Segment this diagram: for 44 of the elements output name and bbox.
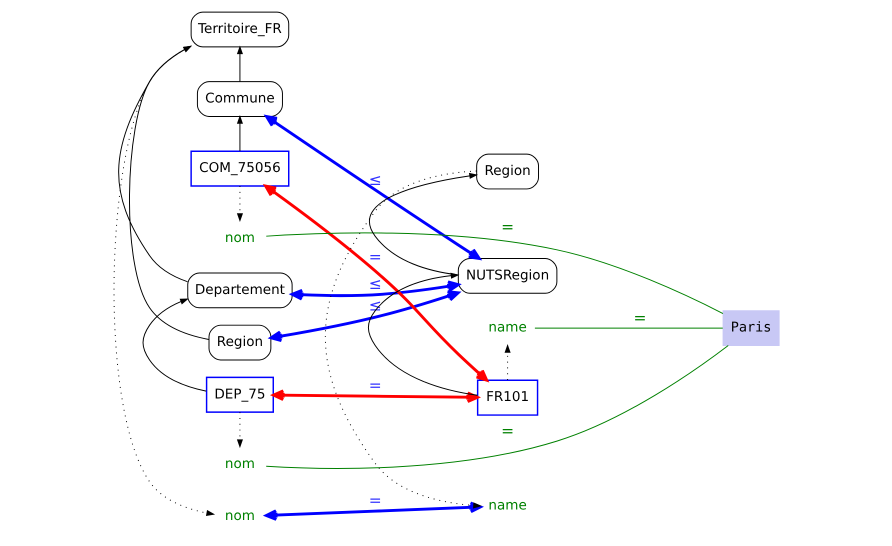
arrow bbox=[142, 298, 206, 392]
node-box: Region bbox=[208, 324, 271, 360]
arrow bbox=[118, 46, 192, 282]
arrow bbox=[128, 46, 209, 340]
node-box: FR101 bbox=[476, 380, 538, 416]
node-text: name bbox=[488, 320, 526, 336]
arrow bbox=[113, 46, 215, 516]
edge-label: = bbox=[500, 218, 514, 236]
arrow bbox=[264, 502, 482, 521]
arrow bbox=[269, 290, 460, 342]
node-box: DEP_75 bbox=[205, 376, 274, 413]
arrow bbox=[324, 170, 482, 508]
node-box: Commune bbox=[196, 81, 282, 117]
arrow bbox=[264, 184, 488, 382]
node-box: Territoire_FR bbox=[190, 12, 289, 48]
connector bbox=[265, 232, 723, 314]
arrow bbox=[236, 115, 242, 152]
node-box: COM_75056 bbox=[190, 150, 289, 187]
connector bbox=[265, 345, 728, 469]
arrow bbox=[236, 45, 242, 82]
arrow bbox=[264, 115, 480, 260]
node-text: nom bbox=[224, 230, 254, 246]
node-box: NUTSRegion bbox=[457, 258, 557, 294]
edge-label: = bbox=[368, 492, 382, 510]
arrow bbox=[367, 272, 478, 396]
node-text: nom bbox=[224, 508, 254, 524]
edge-label: = bbox=[368, 376, 382, 395]
edge-label: = bbox=[500, 422, 514, 440]
arrow bbox=[236, 186, 242, 222]
node-text: nom bbox=[224, 456, 254, 472]
connector bbox=[534, 328, 723, 329]
node-box: Paris bbox=[722, 310, 780, 346]
arrow bbox=[368, 172, 478, 276]
arrow bbox=[236, 412, 242, 448]
node-box: Region bbox=[476, 154, 538, 190]
node-text: name bbox=[488, 497, 526, 514]
arrow bbox=[290, 280, 460, 301]
node-box: Departement bbox=[186, 272, 292, 308]
edge-label: = bbox=[368, 248, 382, 266]
arrow bbox=[504, 344, 510, 380]
edge-label: = bbox=[633, 309, 646, 328]
edge-label: ≤ bbox=[368, 296, 382, 314]
edge-label: ≤ bbox=[368, 275, 382, 294]
edge-label: ≤ bbox=[368, 170, 382, 189]
